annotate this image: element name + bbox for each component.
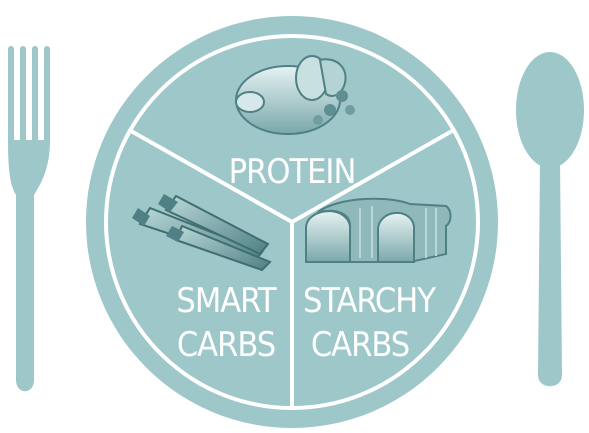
starchy-carbs-label-line1: STARCHY	[303, 281, 436, 321]
plate-divider	[130, 129, 293, 224]
protein-label: PROTEIN	[229, 152, 356, 192]
plate-inner-ring	[104, 34, 480, 410]
plate-divider	[291, 129, 453, 224]
smart-carbs-label-line2: CARBS	[177, 325, 275, 365]
plate	[86, 16, 498, 428]
starchy-carbs-label-line2: CARBS	[311, 325, 409, 365]
chicken-icon	[235, 55, 355, 135]
spoon-icon	[516, 52, 584, 387]
bread-icon	[305, 197, 452, 263]
fork-icon	[8, 46, 50, 392]
carrots-icon	[132, 194, 272, 272]
smart-carbs-label-line1: SMART	[176, 281, 277, 321]
